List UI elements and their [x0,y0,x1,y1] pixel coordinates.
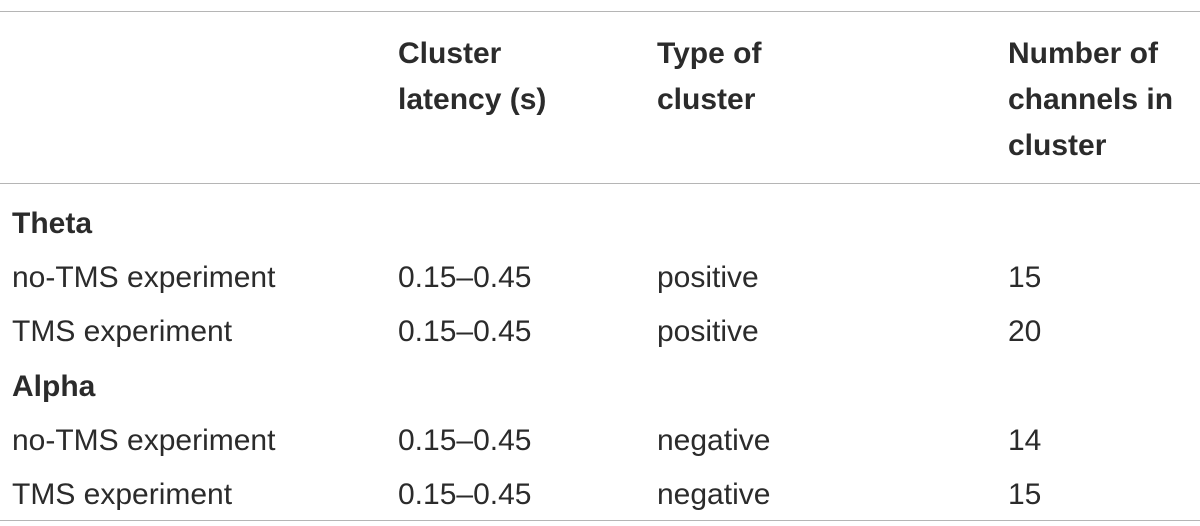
header-cluster-latency: Cluster latency (s) [398,31,598,123]
row-latency: 0.15–0.45 [398,315,532,348]
header-number-of-channels-line-3: cluster [1008,129,1107,162]
row-latency: 0.15–0.45 [398,424,532,457]
row-channel-count: 15 [1008,478,1042,511]
row-condition: no-TMS experiment [12,261,276,294]
header-number-of-channels-line-1: Number of [1008,37,1158,70]
row-cluster-type: negative [657,478,771,511]
header-cluster-latency-line-1: Cluster [398,37,502,70]
row-cluster-type: positive [657,261,759,294]
row-cluster-type: negative [657,424,771,457]
row-condition: TMS experiment [12,315,233,348]
table-top-rule [0,11,1200,12]
header-number-of-channels: Number of channels in cluster [1008,31,1200,169]
row-channel-count: 15 [1008,261,1042,294]
header-number-of-channels-line-2: channels in [1008,83,1174,116]
header-separator-rule [0,183,1200,184]
row-condition: no-TMS experiment [12,424,276,457]
group-label-alpha: Alpha [12,370,96,403]
row-latency: 0.15–0.45 [398,478,532,511]
row-cluster-type: positive [657,315,759,348]
row-condition: TMS experiment [12,478,233,511]
group-label-theta: Theta [12,207,93,240]
row-channel-count: 14 [1008,424,1042,457]
table-bottom-rule [0,520,1200,521]
header-type-of-cluster: Type of cluster [657,31,857,123]
header-type-of-cluster-line-2: cluster [657,83,756,116]
row-latency: 0.15–0.45 [398,261,532,294]
header-cluster-latency-line-2: latency (s) [398,83,547,116]
header-type-of-cluster-line-1: Type of [657,37,762,70]
row-channel-count: 20 [1008,315,1042,348]
